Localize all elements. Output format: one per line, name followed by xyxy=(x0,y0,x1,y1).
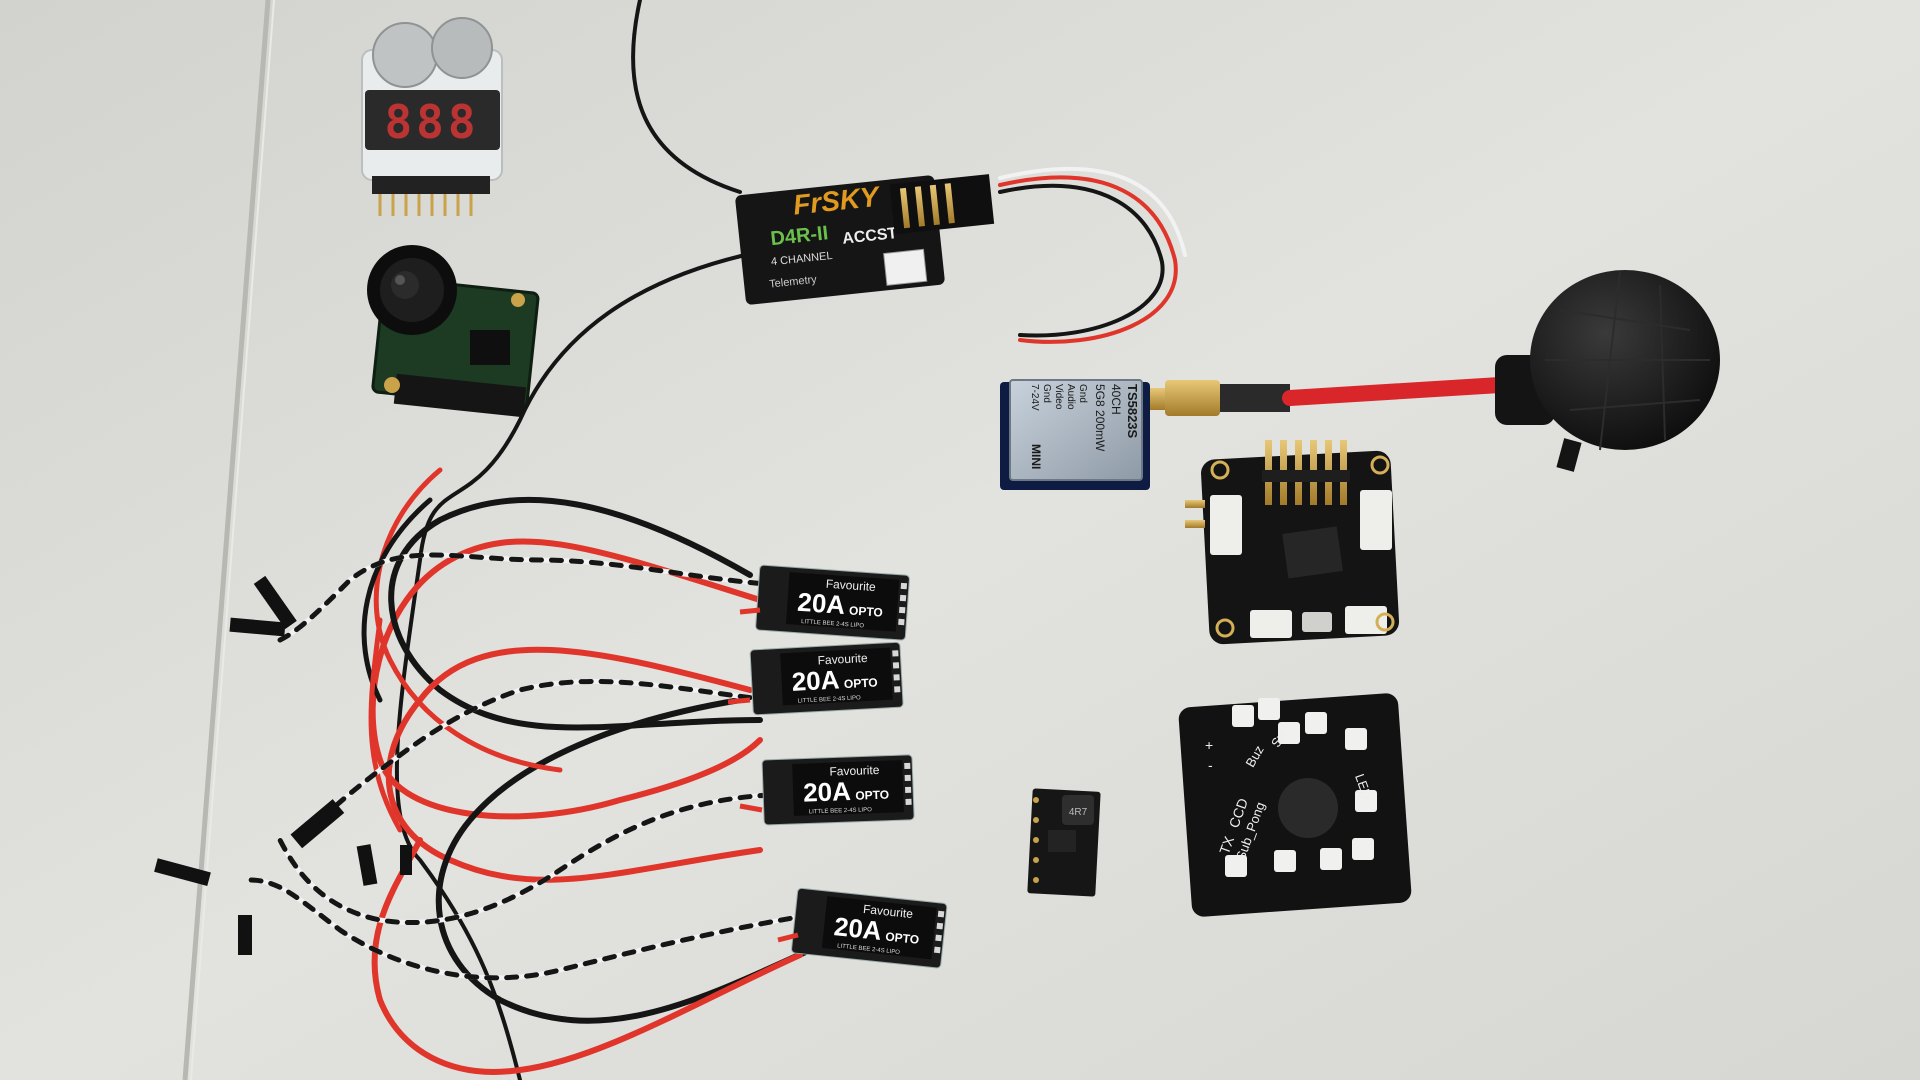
pdb-label-tx: TX xyxy=(1216,833,1237,856)
esc-2-series: LITTLE BEE 2-4S LIPO xyxy=(798,695,862,704)
power-distribution-board: TX CCD Sub_Pong Buz Sw LED + - xyxy=(1178,693,1412,917)
battery-checker-display: 888 xyxy=(384,95,479,149)
fpv-antenna xyxy=(1282,270,1720,472)
vtx-channels: 40CH xyxy=(1109,384,1123,415)
pdb-label-minus: - xyxy=(1208,757,1213,773)
receiver-frsky: FrSKY D4R-II 4 CHANNEL ACCST Telemetry xyxy=(735,174,995,305)
esc-2-rating: 20A xyxy=(791,664,840,696)
esc-1-type: OPTO xyxy=(849,603,884,619)
servo-connectors xyxy=(154,575,412,955)
vtx-model: TS5823S xyxy=(1125,384,1140,439)
flight-controller xyxy=(1185,440,1400,645)
esc-1-brand: Favourite xyxy=(825,577,876,594)
esc-4-brand: Favourite xyxy=(862,902,914,921)
vtx-pin-1: Gnd xyxy=(1077,384,1088,403)
bec-module: 4R7 xyxy=(1027,788,1101,897)
battery-checker: 888 xyxy=(361,17,503,216)
esc-3-brand: Favourite xyxy=(829,763,880,779)
esc-3-type: OPTO xyxy=(855,788,889,803)
esc-1-rating: 20A xyxy=(796,587,846,620)
vtx-size: MINI xyxy=(1029,444,1043,469)
esc-4: Favourite 20A OPTO LITTLE BEE 2-4S LIPO xyxy=(791,887,948,969)
vtx-pin-3: Video xyxy=(1053,384,1064,410)
esc-2: Favourite 20A OPTO LITTLE BEE 2-4S LIPO xyxy=(749,641,904,716)
wiring xyxy=(247,0,1187,1080)
esc-3-series: LITTLE BEE 2-4S LIPO xyxy=(809,807,873,815)
esc-4-rating: 20A xyxy=(833,911,884,946)
vtx-pin-2: Audio xyxy=(1065,384,1076,410)
esc-2-brand: Favourite xyxy=(817,651,868,668)
vtx-power: 5G8 200mW xyxy=(1093,384,1107,452)
esc-motor-wires xyxy=(727,607,799,943)
fpv-camera xyxy=(367,245,540,418)
esc-3-rating: 20A xyxy=(803,776,852,808)
pdb-label-plus: + xyxy=(1205,737,1213,753)
esc-2-type: OPTO xyxy=(844,675,878,691)
video-transmitter: TS5823S 40CH 5G8 200mW Gnd Audio Video G… xyxy=(1000,379,1290,490)
vtx-pin-5: 7-24V xyxy=(1029,384,1040,411)
vtx-pin-4: Gnd xyxy=(1041,384,1052,403)
esc-4-type: OPTO xyxy=(885,929,920,946)
esc-1-series: LITTLE BEE 2-4S LIPO xyxy=(801,619,865,629)
receiver-tech: ACCST xyxy=(841,225,898,248)
table-seam xyxy=(182,0,271,1080)
receiver-telemetry: Telemetry xyxy=(769,274,818,291)
esc-1: Favourite 20A OPTO LITTLE BEE 2-4S LIPO xyxy=(755,564,910,641)
esc-3: Favourite 20A OPTO LITTLE BEE 2-4S LIPO xyxy=(761,754,915,826)
bec-inductor-label: 4R7 xyxy=(1069,807,1088,818)
